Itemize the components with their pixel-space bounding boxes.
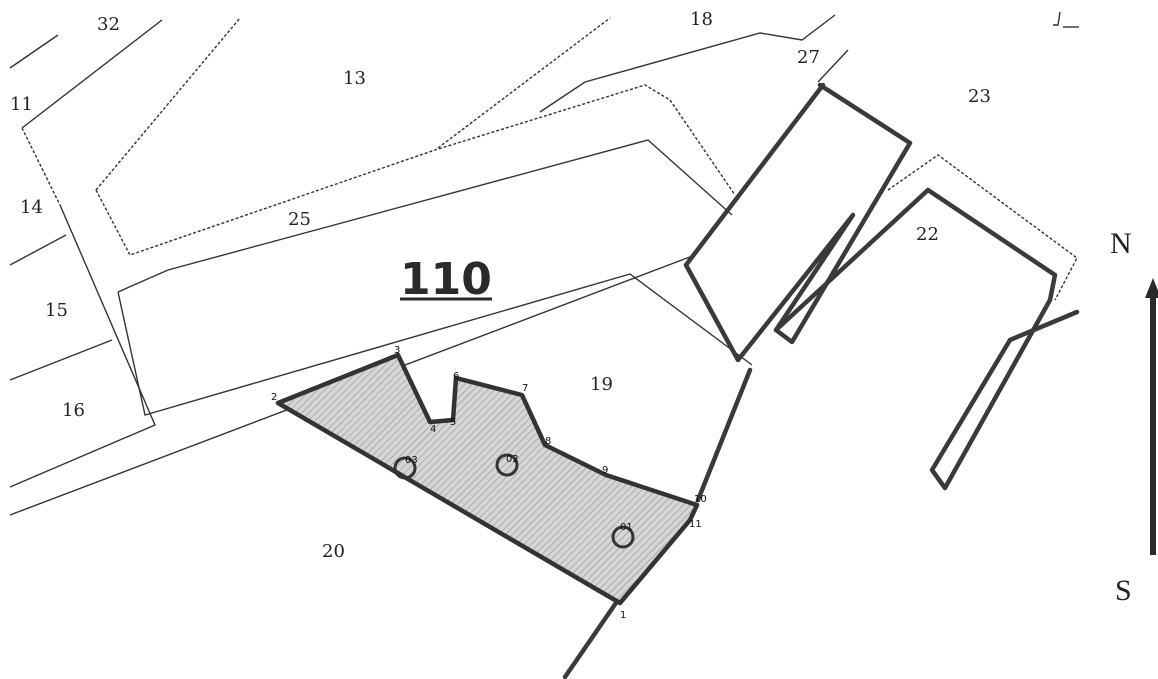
parcel-label: 11 — [10, 94, 33, 115]
compass-north: N — [1110, 227, 1132, 260]
survey-markers — [393, 453, 635, 549]
marker-label: 02 — [506, 454, 519, 465]
marker-01 — [611, 525, 635, 549]
parcel-label: 15 — [45, 300, 68, 321]
vertex-label: 9 — [602, 465, 608, 476]
vertex-label: 11 — [689, 519, 702, 530]
vertex-labels: 1 2 3 4 5 6 7 8 9 10 11 — [271, 345, 707, 621]
parcel-labels: 32 18 27 13 23 11 14 25 22 15 19 16 20 — [10, 9, 991, 562]
north-arrow: N S — [1110, 227, 1158, 607]
vertex-label: 8 — [545, 436, 551, 447]
thick-outlines — [562, 82, 1080, 679]
block-number: 110 — [400, 254, 492, 305]
parcel-label: 32 — [97, 14, 120, 35]
parcel-label: 25 — [288, 209, 311, 230]
vertex-label: 3 — [394, 345, 400, 356]
vertex-label: 7 — [522, 383, 528, 394]
vertex-label: 6 — [453, 371, 459, 382]
parcel-label: 19 — [590, 374, 613, 395]
parcel-label: 13 — [343, 68, 366, 89]
vertex-label: 10 — [694, 494, 707, 505]
parcel-label: 16 — [62, 400, 85, 421]
parcel-label: 14 — [20, 197, 43, 218]
parcel-label: 20 — [322, 541, 345, 562]
parcel-label: 23 — [968, 86, 991, 107]
parcel-label: 22 — [916, 224, 939, 245]
marker-03 — [393, 456, 417, 480]
parcel-label: 18 — [690, 9, 713, 30]
vertex-label: 2 — [271, 392, 277, 403]
north-arrow-head-icon — [1145, 278, 1158, 298]
marker-label: 03 — [405, 455, 418, 466]
vertex-label: 5 — [450, 417, 456, 428]
marker-labels: 01 02 03 — [405, 454, 633, 533]
parcel-label: 27 — [797, 47, 820, 68]
dashed-boundaries — [21, 17, 1078, 301]
marker-02 — [495, 453, 519, 477]
vertex-label: 1 — [620, 610, 626, 621]
vertex-label: 4 — [430, 424, 436, 435]
compass-south: S — [1115, 574, 1132, 607]
subject-parcel[interactable] — [275, 352, 700, 606]
marker-label: 01 — [620, 522, 633, 533]
